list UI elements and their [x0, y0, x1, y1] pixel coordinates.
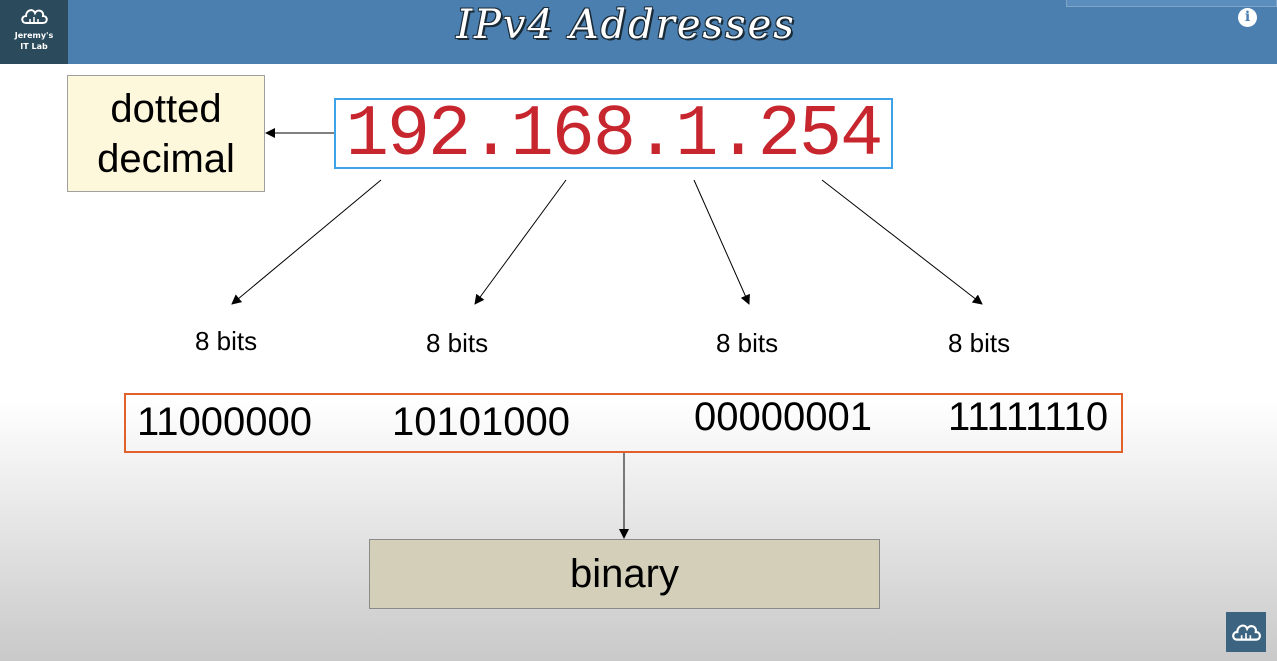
arrow-octet-2 — [474, 179, 567, 305]
info-icon[interactable]: i — [1238, 8, 1257, 27]
bits-label-2: 8 bits — [426, 328, 489, 358]
logo-text: Jeremy's IT Lab — [14, 31, 54, 51]
arrow-octet-4 — [821, 179, 983, 305]
binary-label-box: binary — [369, 539, 880, 609]
binary-label: binary — [570, 552, 679, 596]
cloud-circuit-icon — [21, 9, 48, 24]
arrow-octet-3 — [693, 179, 750, 305]
binary-octet-4: 11111110 — [948, 395, 1109, 439]
dotted-decimal-label: dotted decimal — [97, 87, 235, 181]
binary-octet-3: 00000001 — [694, 395, 872, 439]
channel-watermark[interactable] — [1226, 612, 1266, 652]
ip-address-box: 192.168.1.254 — [334, 98, 893, 171]
binary-octet-2: 10101000 — [392, 400, 570, 444]
dotted-decimal-box: dotted decimal — [67, 75, 265, 192]
header-bar: Jeremy's IT Lab IPv4 Addresses i — [0, 0, 1277, 64]
page-title: IPv4 Addresses — [456, 2, 796, 48]
bits-label-1: 8 bits — [195, 326, 258, 356]
channel-logo[interactable]: Jeremy's IT Lab — [0, 0, 68, 64]
binary-octets-box — [124, 393, 1123, 453]
arrow-octet-1 — [231, 179, 382, 305]
cloud-circuit-icon — [1232, 624, 1261, 641]
bits-label-3: 8 bits — [716, 328, 779, 358]
bits-label-4: 8 bits — [948, 328, 1011, 358]
ip-address-text: 192.168.1.254 — [345, 94, 884, 176]
binary-octet-1: 11000000 — [137, 400, 312, 444]
